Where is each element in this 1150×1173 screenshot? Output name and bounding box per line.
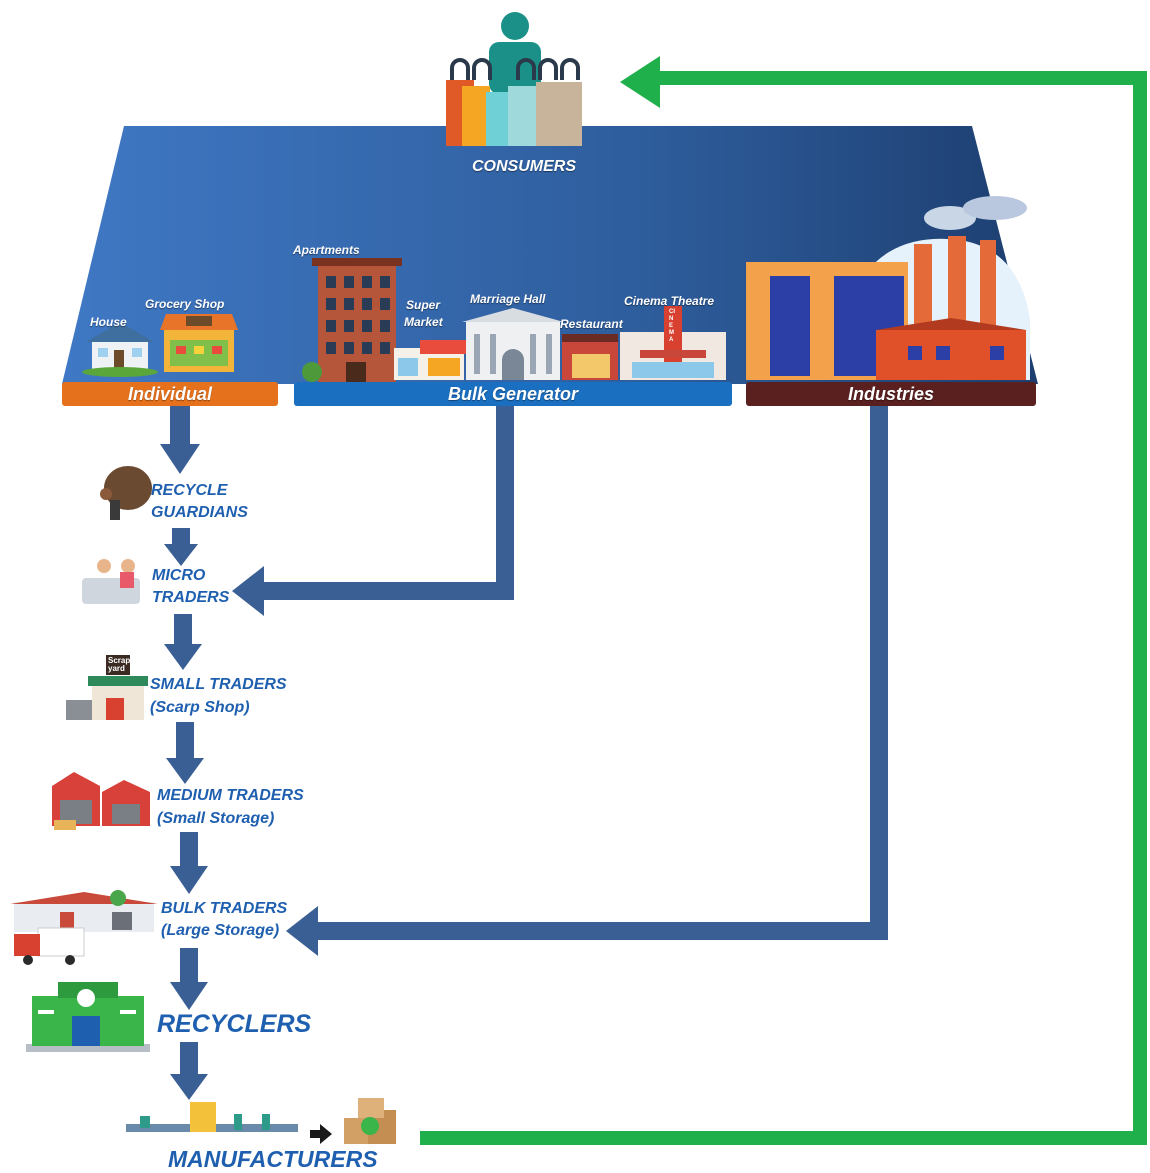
industries-bar <box>746 382 1036 406</box>
bulk-generator-label: Bulk Generator <box>447 383 579 404</box>
recycling-plant-icon <box>26 982 150 1052</box>
micro-label-line1: MICRO <box>152 567 206 584</box>
supermarket-icon <box>394 340 466 380</box>
medium-traders-label-line1: MEDIUM TRADERS <box>157 787 304 804</box>
small-traders-label-line2: (Scarp Shop) <box>150 699 250 716</box>
flow-arrows <box>160 406 888 1100</box>
cinema-label: Cinema Theatre <box>624 294 715 308</box>
arrow-recycle-to-micro <box>164 528 198 566</box>
apartments-label: Apartments <box>293 243 360 257</box>
recycle-guardian-icon <box>100 466 152 520</box>
small-traders-label-line1: SMALL TRADERS <box>150 676 287 693</box>
cinema-sign: CINEMA <box>669 309 675 343</box>
apartments-icon <box>302 258 402 382</box>
scrap-yard-sign: Scrap yard <box>108 657 130 673</box>
restaurant-icon <box>562 334 618 380</box>
arrow-medium-to-bulk <box>170 832 208 894</box>
cinema-icon <box>620 306 726 380</box>
manufacturing-line-icon <box>126 1102 332 1144</box>
consumer-icon <box>446 12 582 146</box>
arrow-industries-to-bulk-traders <box>286 406 888 956</box>
bulk-traders-label-line1: BULK TRADERS <box>161 900 288 917</box>
supermarket-label-line2: Market <box>404 315 443 329</box>
arrow-micro-to-small <box>164 614 202 670</box>
house-label: House <box>90 315 127 329</box>
medium-storage-icon <box>52 772 150 830</box>
bulk-generator-bar <box>294 382 732 406</box>
industry-icon <box>746 196 1027 380</box>
marriage-hall-label: Marriage Hall <box>470 292 546 306</box>
return-loop-arrow <box>420 56 1147 1145</box>
arrow-bulk-to-recyclers <box>170 948 208 1010</box>
individual-label: Individual <box>127 383 212 404</box>
scrap-shop-icon <box>66 655 148 720</box>
arrow-small-to-medium <box>166 722 204 784</box>
house-icon <box>82 322 158 377</box>
micro-label-line2: TRADERS <box>152 589 230 606</box>
grocery-shop-label: Grocery Shop <box>145 297 225 311</box>
marriage-hall-icon <box>462 308 564 380</box>
scrap-yard-sign-line2: yard <box>108 664 125 673</box>
medium-traders-label-line2: (Small Storage) <box>157 810 275 827</box>
recycle-label-line2: GUARDIANS <box>151 504 248 521</box>
micro-trader-icon <box>82 559 140 604</box>
bulk-traders-label-line2: (Large Storage) <box>161 922 280 939</box>
scrap-yard-sign-line1: Scrap <box>108 656 131 665</box>
industries-label: Industries <box>847 383 935 404</box>
individual-bar <box>62 382 278 406</box>
arrow-individual-to-recycle <box>160 406 200 474</box>
large-storage-icon <box>10 890 158 965</box>
recycle-label-line1: RECYCLE <box>151 482 228 499</box>
recycled-product-boxes-icon <box>344 1098 396 1144</box>
supermarket-label-line1: Super <box>406 298 441 312</box>
arrow-recyclers-to-manufacturers <box>170 1042 208 1100</box>
restaurant-label: Restaurant <box>560 317 623 331</box>
manufacturers-label: MANUFACTURERS <box>168 1146 378 1172</box>
recyclers-label: RECYCLERS <box>157 1010 312 1038</box>
consumers-label: CONSUMERS <box>472 158 577 175</box>
arrow-bulk-generator-to-micro <box>232 406 514 616</box>
grocery-shop-icon <box>160 314 238 372</box>
